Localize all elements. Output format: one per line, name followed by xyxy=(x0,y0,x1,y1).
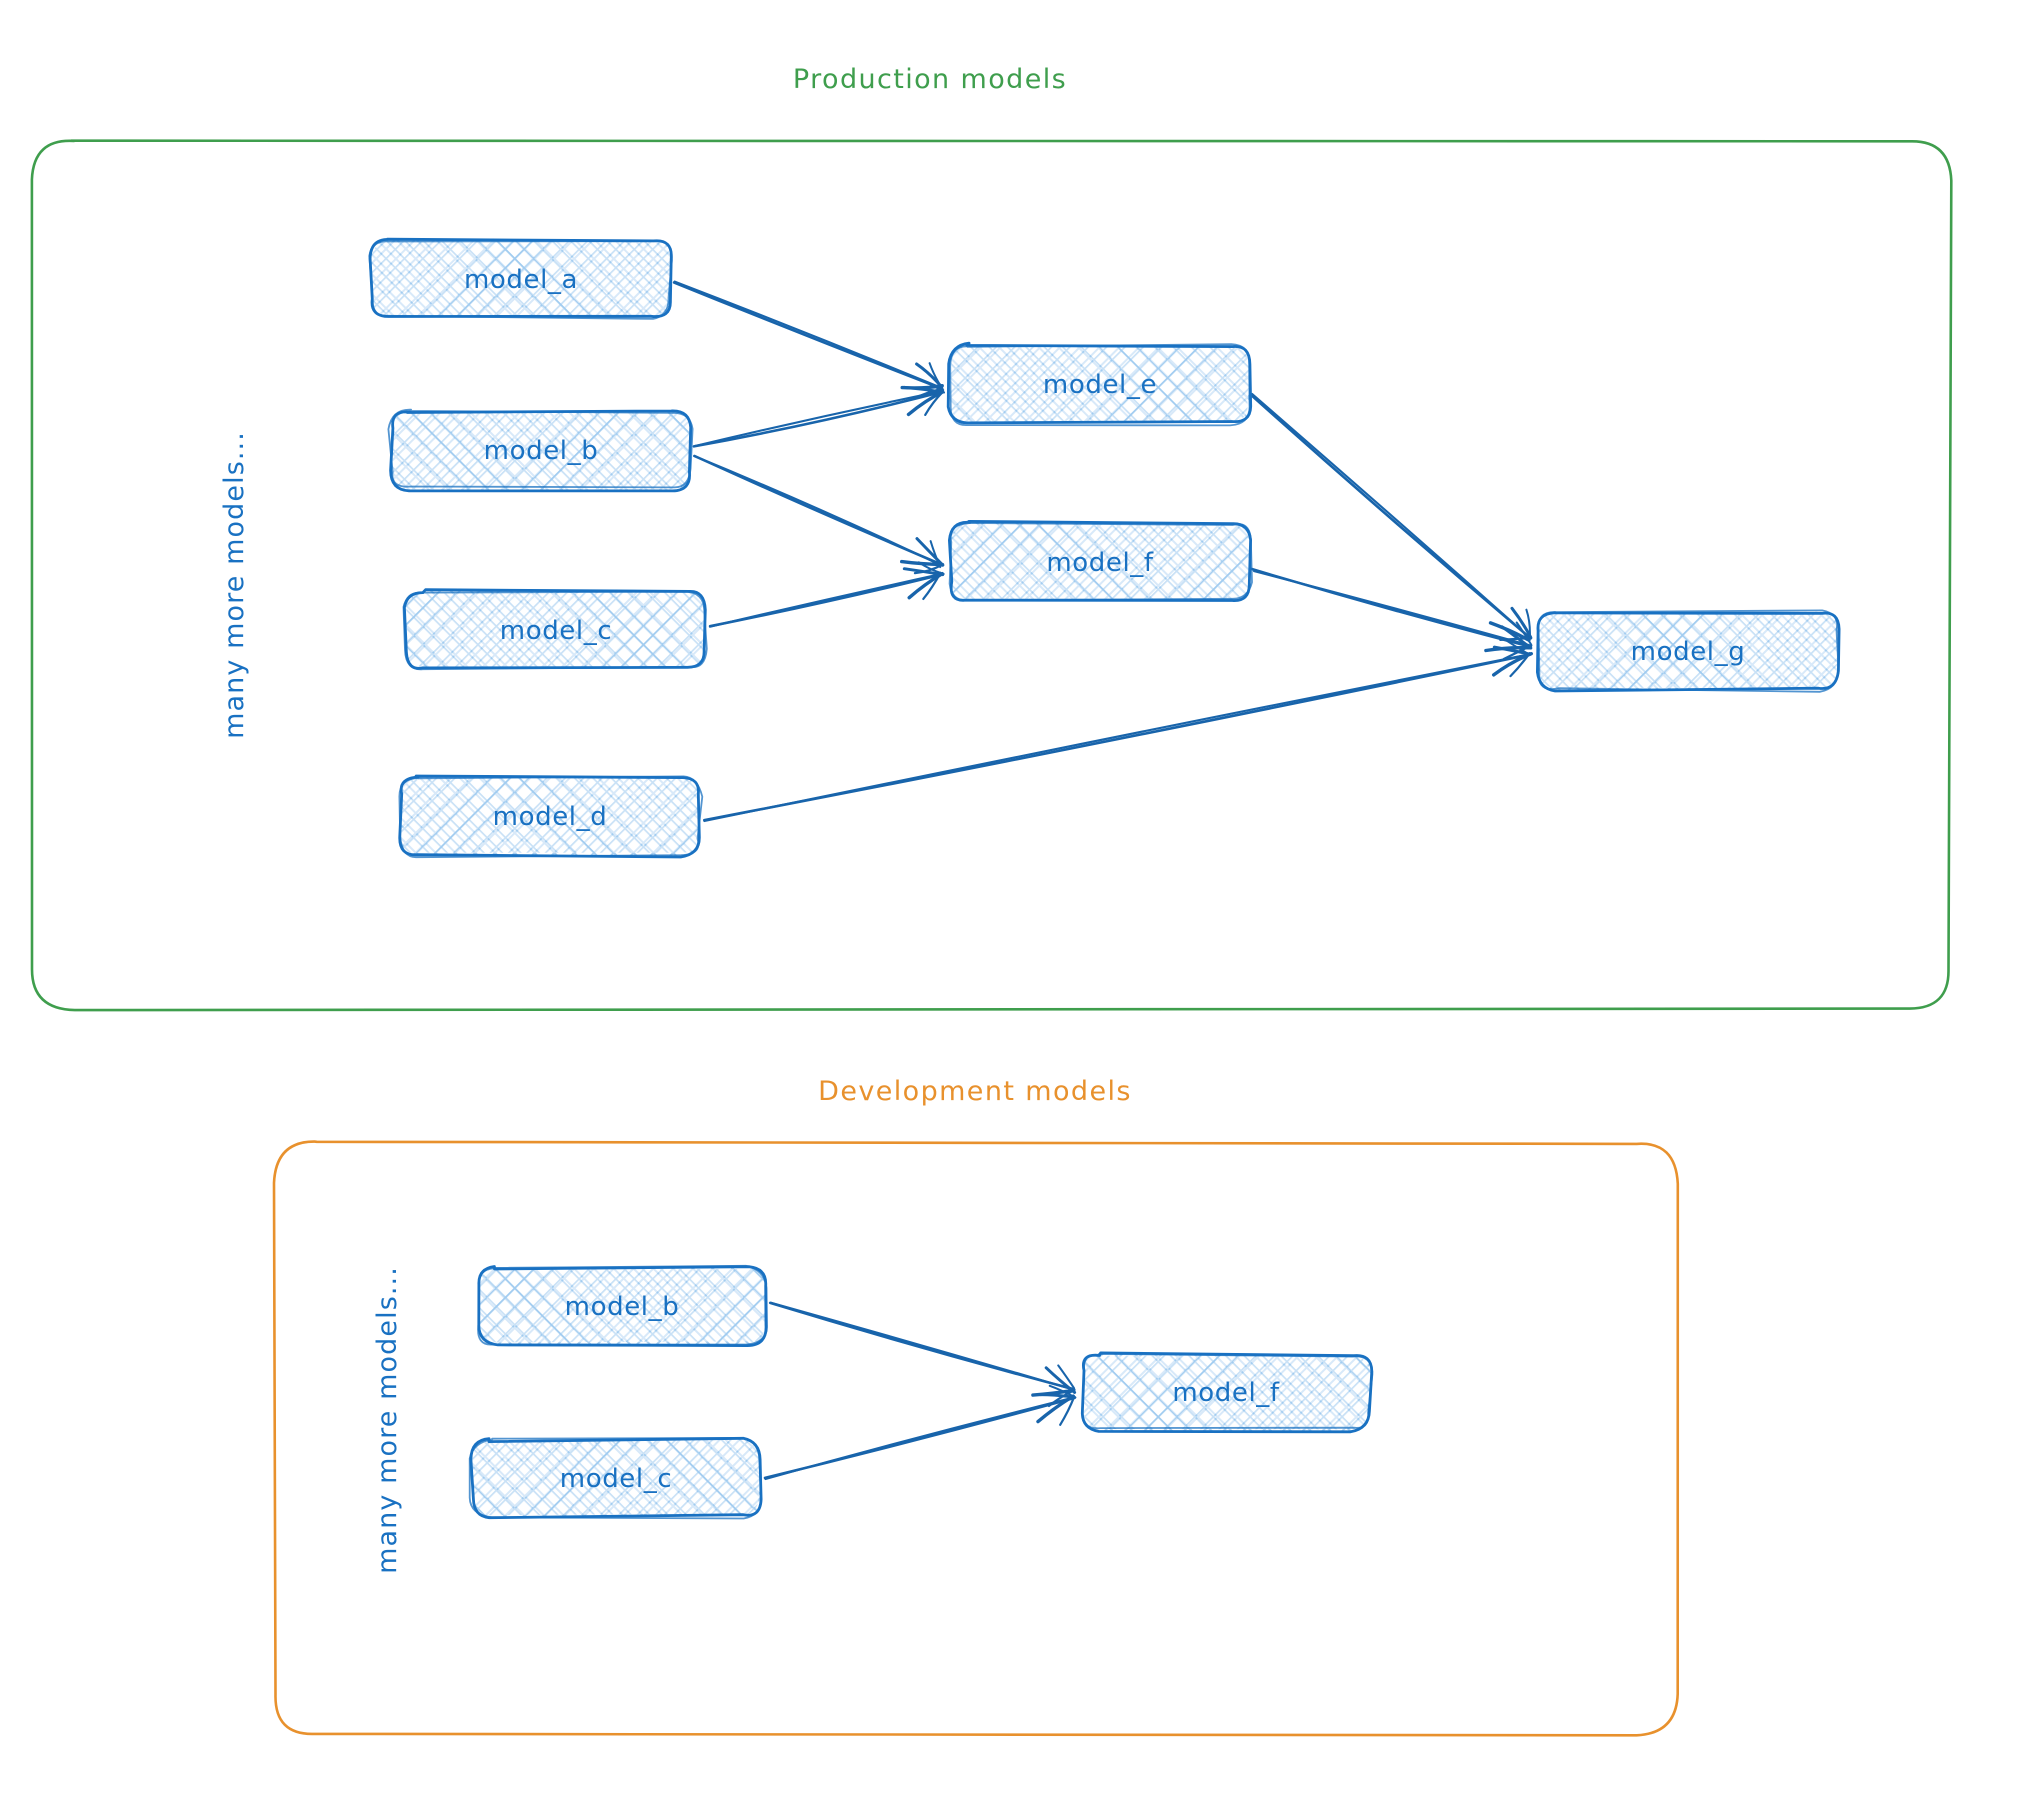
node-layer: model_a model_b model_c model_d model_emodel… xyxy=(368,237,1841,1520)
side-note-development: many more models... xyxy=(372,1266,403,1574)
edge-dev_model_c-to-dev_model_f[interactable] xyxy=(763,1384,1077,1481)
node-fill-overlay xyxy=(471,1439,761,1516)
arrow-head-stroke-3 xyxy=(1048,1384,1077,1399)
arrow-head-stroke-3 xyxy=(929,540,942,569)
arrow-head-stroke-3 xyxy=(1057,1364,1075,1390)
group-title-development: Development models xyxy=(818,1076,1132,1107)
edge-layer xyxy=(672,280,1533,1481)
arrow-head-stroke-3 xyxy=(917,561,945,575)
edge-line-b xyxy=(1251,392,1531,639)
edge-line-b xyxy=(693,454,943,567)
edge-prod_model_d-to-prod_model_g[interactable] xyxy=(703,639,1533,823)
edge-line-b xyxy=(764,1396,1075,1481)
group-frames xyxy=(30,139,1953,1737)
arrow-head-stroke-3 xyxy=(1506,639,1530,656)
node-label: model_c xyxy=(560,1464,672,1494)
node-label: model_f xyxy=(1172,1378,1280,1408)
node-prod_model_f[interactable]: model_f xyxy=(948,520,1253,602)
node-fill-overlay xyxy=(1082,1355,1371,1430)
node-label: model_b xyxy=(484,436,599,466)
arrow-head-stroke-2 xyxy=(1509,652,1531,678)
arrow-head-stroke-3 xyxy=(1515,621,1533,646)
group-border-production xyxy=(30,139,1953,1012)
node-label: model_c xyxy=(500,616,612,646)
node-fill-overlay xyxy=(949,345,1251,422)
node-outline-b xyxy=(477,1264,768,1346)
node-outline-b xyxy=(948,522,1253,602)
arrow-head-stroke-0 xyxy=(1031,1388,1075,1397)
node-prod_model_c[interactable]: model_c xyxy=(402,588,708,671)
arrow-head-stroke-1 xyxy=(915,537,945,567)
node-label: model_g xyxy=(1631,637,1746,667)
arrow-head-stroke-1 xyxy=(1038,1393,1076,1399)
edge-line-b xyxy=(770,1301,1076,1392)
edge-prod_model_e-to-prod_model_g[interactable] xyxy=(1250,392,1533,642)
node-outline-b xyxy=(1537,609,1840,693)
node-outline-b xyxy=(949,343,1251,427)
node-fill-overlay xyxy=(390,411,690,490)
arrow-head-stroke-3 xyxy=(1525,608,1531,638)
arrow-head-stroke-2 xyxy=(922,571,942,600)
edge-dev_model_b-to-dev_model_f[interactable] xyxy=(768,1301,1077,1408)
node-outline-b xyxy=(398,775,704,859)
edge-prod_model_b-to-prod_model_e[interactable] xyxy=(692,377,945,448)
edge-line-b xyxy=(1253,570,1531,647)
node-fill-overlay xyxy=(950,523,1250,602)
node-prod_model_e[interactable]: model_e xyxy=(946,341,1253,427)
arrow-head-stroke-2 xyxy=(1059,1396,1076,1426)
arrow-head-stroke-3 xyxy=(928,362,945,392)
node-dev_model_f[interactable]: model_f xyxy=(1080,1351,1374,1434)
node-label: model_a xyxy=(464,265,578,295)
group-frame-production[interactable] xyxy=(30,139,1953,1012)
edge-prod_model_f-to-prod_model_g[interactable] xyxy=(1250,567,1533,661)
node-prod_model_a[interactable]: model_a xyxy=(368,237,673,320)
edge-prod_model_a-to-prod_model_e[interactable] xyxy=(672,280,945,400)
node-outline-b xyxy=(402,590,708,671)
node-prod_model_d[interactable]: model_d xyxy=(398,774,704,859)
edge-line-b xyxy=(673,280,943,389)
edge-line-a xyxy=(692,390,944,448)
node-outline-b xyxy=(468,1437,763,1520)
text-layer: Production models many more models... Deve… xyxy=(219,64,1132,1574)
arrow-head-stroke-2 xyxy=(924,390,944,416)
node-label: model_e xyxy=(1043,370,1157,400)
node-fill-overlay xyxy=(406,592,705,668)
edge-prod_model_c-to-prod_model_f[interactable] xyxy=(708,561,945,628)
edge-line-b xyxy=(703,653,1531,823)
node-label: model_b xyxy=(565,1292,680,1322)
node-prod_model_g[interactable]: model_g xyxy=(1536,609,1841,693)
node-dev_model_b[interactable]: model_b xyxy=(477,1264,768,1347)
edge-line-b xyxy=(708,572,944,628)
node-dev_model_c[interactable]: model_c xyxy=(468,1436,763,1520)
node-prod_model_b[interactable]: model_b xyxy=(387,408,694,493)
node-fill-overlay xyxy=(1539,611,1839,688)
arrow-head-stroke-1 xyxy=(902,385,944,394)
edge-prod_model_b-to-prod_model_f[interactable] xyxy=(693,454,945,575)
node-fill-overlay xyxy=(371,239,671,317)
group-title-production: Production models xyxy=(793,64,1067,95)
arrow-head-stroke-1 xyxy=(1044,1366,1077,1394)
node-outline-b xyxy=(1081,1353,1374,1430)
node-label: model_f xyxy=(1046,548,1154,578)
arrow-head-stroke-3 xyxy=(915,377,945,394)
edge-line-a xyxy=(672,281,944,390)
group-border-development xyxy=(272,1140,1680,1737)
node-fill-overlay xyxy=(400,776,699,854)
node-label: model_d xyxy=(493,802,608,832)
edge-line-b xyxy=(693,390,943,448)
node-outline-b xyxy=(387,408,694,489)
side-note-production: many more models... xyxy=(219,431,250,739)
node-outline-b xyxy=(368,239,673,320)
group-frame-development[interactable] xyxy=(272,1140,1680,1737)
node-fill-overlay xyxy=(479,1268,766,1343)
